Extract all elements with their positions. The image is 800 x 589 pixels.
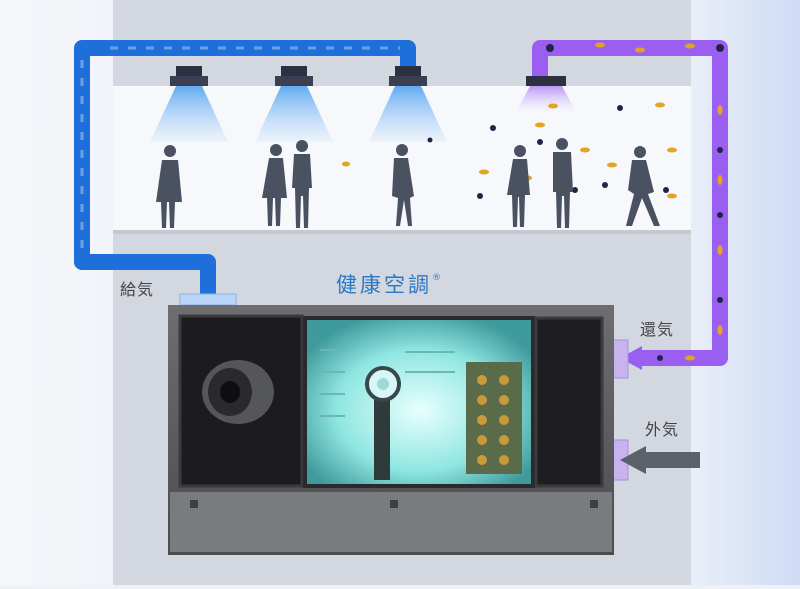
title-text: 健康空調 (336, 273, 432, 297)
person-silhouette-icon (392, 144, 414, 226)
airborne-particle-icon (342, 102, 677, 199)
person-silhouette-icon (156, 145, 182, 228)
person-silhouette-icon (292, 140, 312, 228)
airborne-particle-icon (546, 42, 724, 361)
person-silhouette-icon (626, 146, 660, 226)
ceiling-diffuser-icon (255, 66, 333, 142)
supply-air-label: 給気 (120, 280, 155, 299)
people-group (156, 138, 660, 228)
air-handling-unit (168, 305, 614, 555)
person-silhouette-icon (507, 145, 530, 227)
return-air-label: 還気 (640, 320, 675, 339)
outside-air-arrow-icon (611, 439, 700, 481)
heat-exchanger-coil-icon (466, 362, 522, 474)
supply-duct (74, 40, 416, 296)
product-title: 健康空調® (336, 269, 441, 299)
ceiling-diffuser-icon (150, 66, 228, 142)
fan-icon (202, 360, 274, 424)
person-silhouette-icon (262, 144, 287, 226)
outside-air-label: 外気 (645, 420, 680, 439)
person-silhouette-icon (553, 138, 573, 228)
ceiling-diffuser-icon (369, 66, 447, 142)
uv-lamp-icon (365, 366, 401, 480)
registered-mark: ® (432, 273, 441, 283)
return-grille-icon (516, 76, 576, 112)
return-arrow-icon (620, 346, 642, 370)
